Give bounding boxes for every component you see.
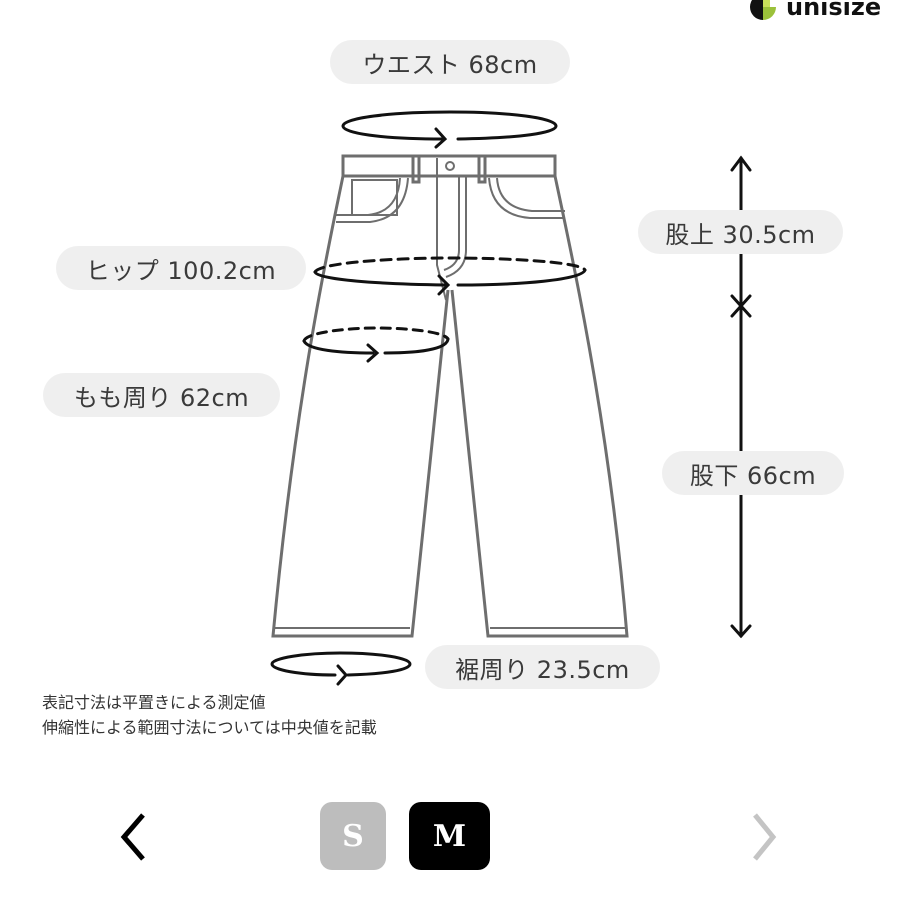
- brand-logo: unisize: [748, 0, 881, 22]
- thigh-measure-icon: [302, 326, 450, 363]
- size-s-label: S: [342, 818, 364, 854]
- note-line: 表記寸法は平置きによる測定値: [42, 693, 266, 712]
- next-button[interactable]: [745, 805, 795, 865]
- size-m-label: M: [432, 818, 467, 854]
- size-s-button[interactable]: S: [320, 802, 386, 870]
- rise-label: 股上 30.5cm: [638, 210, 843, 254]
- hem-label: 裾周り 23.5cm: [425, 645, 660, 689]
- hip-measure-icon: [313, 256, 587, 296]
- waistband: [341, 154, 557, 178]
- right-leg-outline: [450, 175, 629, 638]
- prev-button[interactable]: [110, 805, 160, 865]
- left-leg-outline: [271, 175, 450, 638]
- waist-label: ウエスト 68cm: [330, 40, 570, 84]
- size-m-button[interactable]: M: [409, 802, 490, 870]
- chevron-right-icon: [753, 813, 777, 861]
- hem-measure-icon: [270, 651, 412, 686]
- chevron-left-icon: [120, 813, 145, 861]
- note-line: 伸縮性による範囲寸法については中央値を記載: [42, 718, 377, 737]
- inseam-label: 股下 66cm: [662, 451, 844, 495]
- waist-measure-icon: [341, 110, 558, 149]
- thigh-label: もも周り 62cm: [43, 373, 280, 417]
- unisize-logo-icon: [750, 0, 776, 20]
- brand-name: unisize: [786, 0, 882, 21]
- measurement-notes: 表記寸法は平置きによる測定値 伸縮性による範囲寸法については中央値を記載: [42, 690, 377, 740]
- hip-label: ヒップ 100.2cm: [56, 246, 306, 290]
